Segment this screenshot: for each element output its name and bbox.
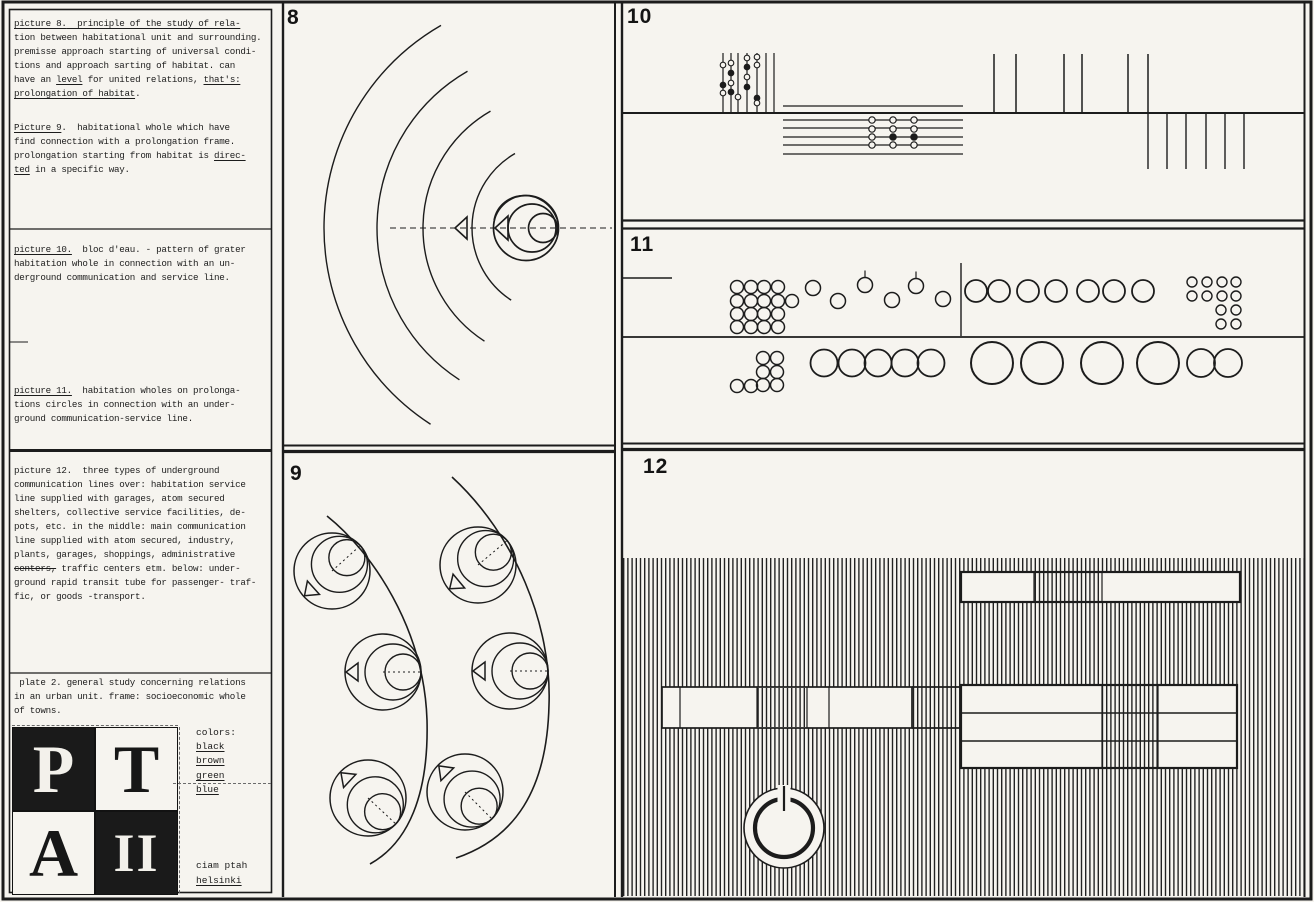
text-block-plate2: plate 2. general study concerning relati… xyxy=(14,676,272,718)
text-block-picture11: picture 11. habitation wholes on prolong… xyxy=(14,384,272,426)
construction-guide-logo-top xyxy=(12,725,178,726)
text-line: premisse approach starting of universal … xyxy=(14,46,257,57)
text-line: picture 10. bloc d'eau. - pattern of gra… xyxy=(14,244,246,255)
arrow-triangle xyxy=(340,771,358,790)
habitation-cluster xyxy=(426,753,504,831)
colors-note: colors: black brown green blue xyxy=(196,726,236,797)
logo-letter-ii: II xyxy=(95,811,178,895)
text-line: picture 8. principle of the study of rel… xyxy=(14,18,241,29)
text-line: line supplied with atom secured, industr… xyxy=(14,535,236,546)
text-block-picture8: picture 8. principle of the study of rel… xyxy=(14,17,272,101)
color-item-brown: brown xyxy=(196,755,225,767)
arrow-triangle xyxy=(453,215,468,241)
text-block-picture12: picture 12. three types of underground co… xyxy=(14,464,272,604)
text-line: plants, garages, shoppings, administrati… xyxy=(14,549,236,560)
text-line: prolongation of habitat. xyxy=(14,88,141,99)
habitation-cluster xyxy=(471,632,549,710)
text-line: shelters, collective service facilities,… xyxy=(14,507,246,518)
arrow-triangle xyxy=(344,661,359,683)
text-line: of towns. xyxy=(14,705,62,716)
text-line: pots, etc. in the middle: main communica… xyxy=(14,521,246,532)
panel11-label: 11 xyxy=(630,233,655,256)
text-line: ground communication-service line. xyxy=(14,413,193,424)
arrow-triangle xyxy=(437,764,456,783)
arrow-triangle xyxy=(303,579,322,597)
text-line: derground communication and service line… xyxy=(14,272,230,283)
arrow-triangle xyxy=(448,572,467,590)
panel11-figure xyxy=(622,263,1305,394)
colors-list: black brown green blue xyxy=(196,740,236,797)
text-line: Picture 9. habitational whole which have xyxy=(14,122,230,133)
text-block-picture10: picture 10. bloc d'eau. - pattern of gra… xyxy=(14,243,272,285)
habitation-cluster xyxy=(344,633,422,711)
text-line: picture 11. habitation wholes on prolong… xyxy=(14,385,241,396)
habitation-cluster xyxy=(439,526,517,604)
panel12-figure xyxy=(623,558,1304,896)
panel9-figure xyxy=(293,476,550,865)
logo-letter-a: A xyxy=(12,811,95,895)
credit-line2: helsinki xyxy=(196,874,242,886)
panel9-label: 9 xyxy=(290,462,303,485)
panel12-label: 12 xyxy=(643,455,669,478)
color-item-green: green xyxy=(196,769,225,781)
text-line: habitation whole in connection with an u… xyxy=(14,258,236,269)
construction-guide-vertical xyxy=(179,727,180,893)
habitation-cluster xyxy=(293,532,371,610)
text-block-picture9: Picture 9. habitational whole which have… xyxy=(14,121,272,177)
credit-line1: ciam ptah xyxy=(196,860,248,871)
construction-guide-horizontal xyxy=(173,783,271,784)
panel10-label: 10 xyxy=(627,5,653,28)
arrow-triangle xyxy=(493,214,509,242)
habitation-cluster xyxy=(329,759,407,837)
logo-letter-t: T xyxy=(95,727,178,811)
logo-letter-p: P xyxy=(12,727,95,811)
color-item-black: black xyxy=(196,741,225,753)
credit-note: ciam ptah helsinki xyxy=(196,859,247,888)
color-item-blue: blue xyxy=(196,783,219,795)
text-line: line supplied with garages, atom secured xyxy=(14,493,225,504)
text-line: prolongation starting from habitat is di… xyxy=(14,150,246,161)
ptah-logo: P T A II xyxy=(12,727,178,895)
text-line: have an level for united relations, that… xyxy=(14,74,241,85)
text-line: centers, traffic centers etm. below: und… xyxy=(14,563,241,574)
arrow-triangle xyxy=(471,660,486,682)
text-line: ted in a specific way. xyxy=(14,164,130,175)
text-line: picture 12. three types of underground xyxy=(14,465,220,476)
text-line: tions and approach sarting of habitat. c… xyxy=(14,60,236,71)
text-line: find connection with a prolongation fram… xyxy=(14,136,236,147)
text-line: communication lines over: habitation ser… xyxy=(14,479,246,490)
panel8-figure xyxy=(323,24,612,425)
text-line: fic, or goods -transport. xyxy=(14,591,146,602)
text-line: in an urban unit. frame: socioeconomic w… xyxy=(14,691,246,702)
text-line: ground rapid transit tube for passenger-… xyxy=(14,577,257,588)
panel10-figure xyxy=(622,53,1305,169)
text-line: tion between habitational unit and surro… xyxy=(14,32,262,43)
panel8-label: 8 xyxy=(287,6,300,29)
text-line: plate 2. general study concerning relati… xyxy=(14,677,246,688)
transit-hub-ring xyxy=(743,785,825,869)
text-line: tions circles in connection with an unde… xyxy=(14,399,236,410)
colors-label: colors: xyxy=(196,727,236,738)
